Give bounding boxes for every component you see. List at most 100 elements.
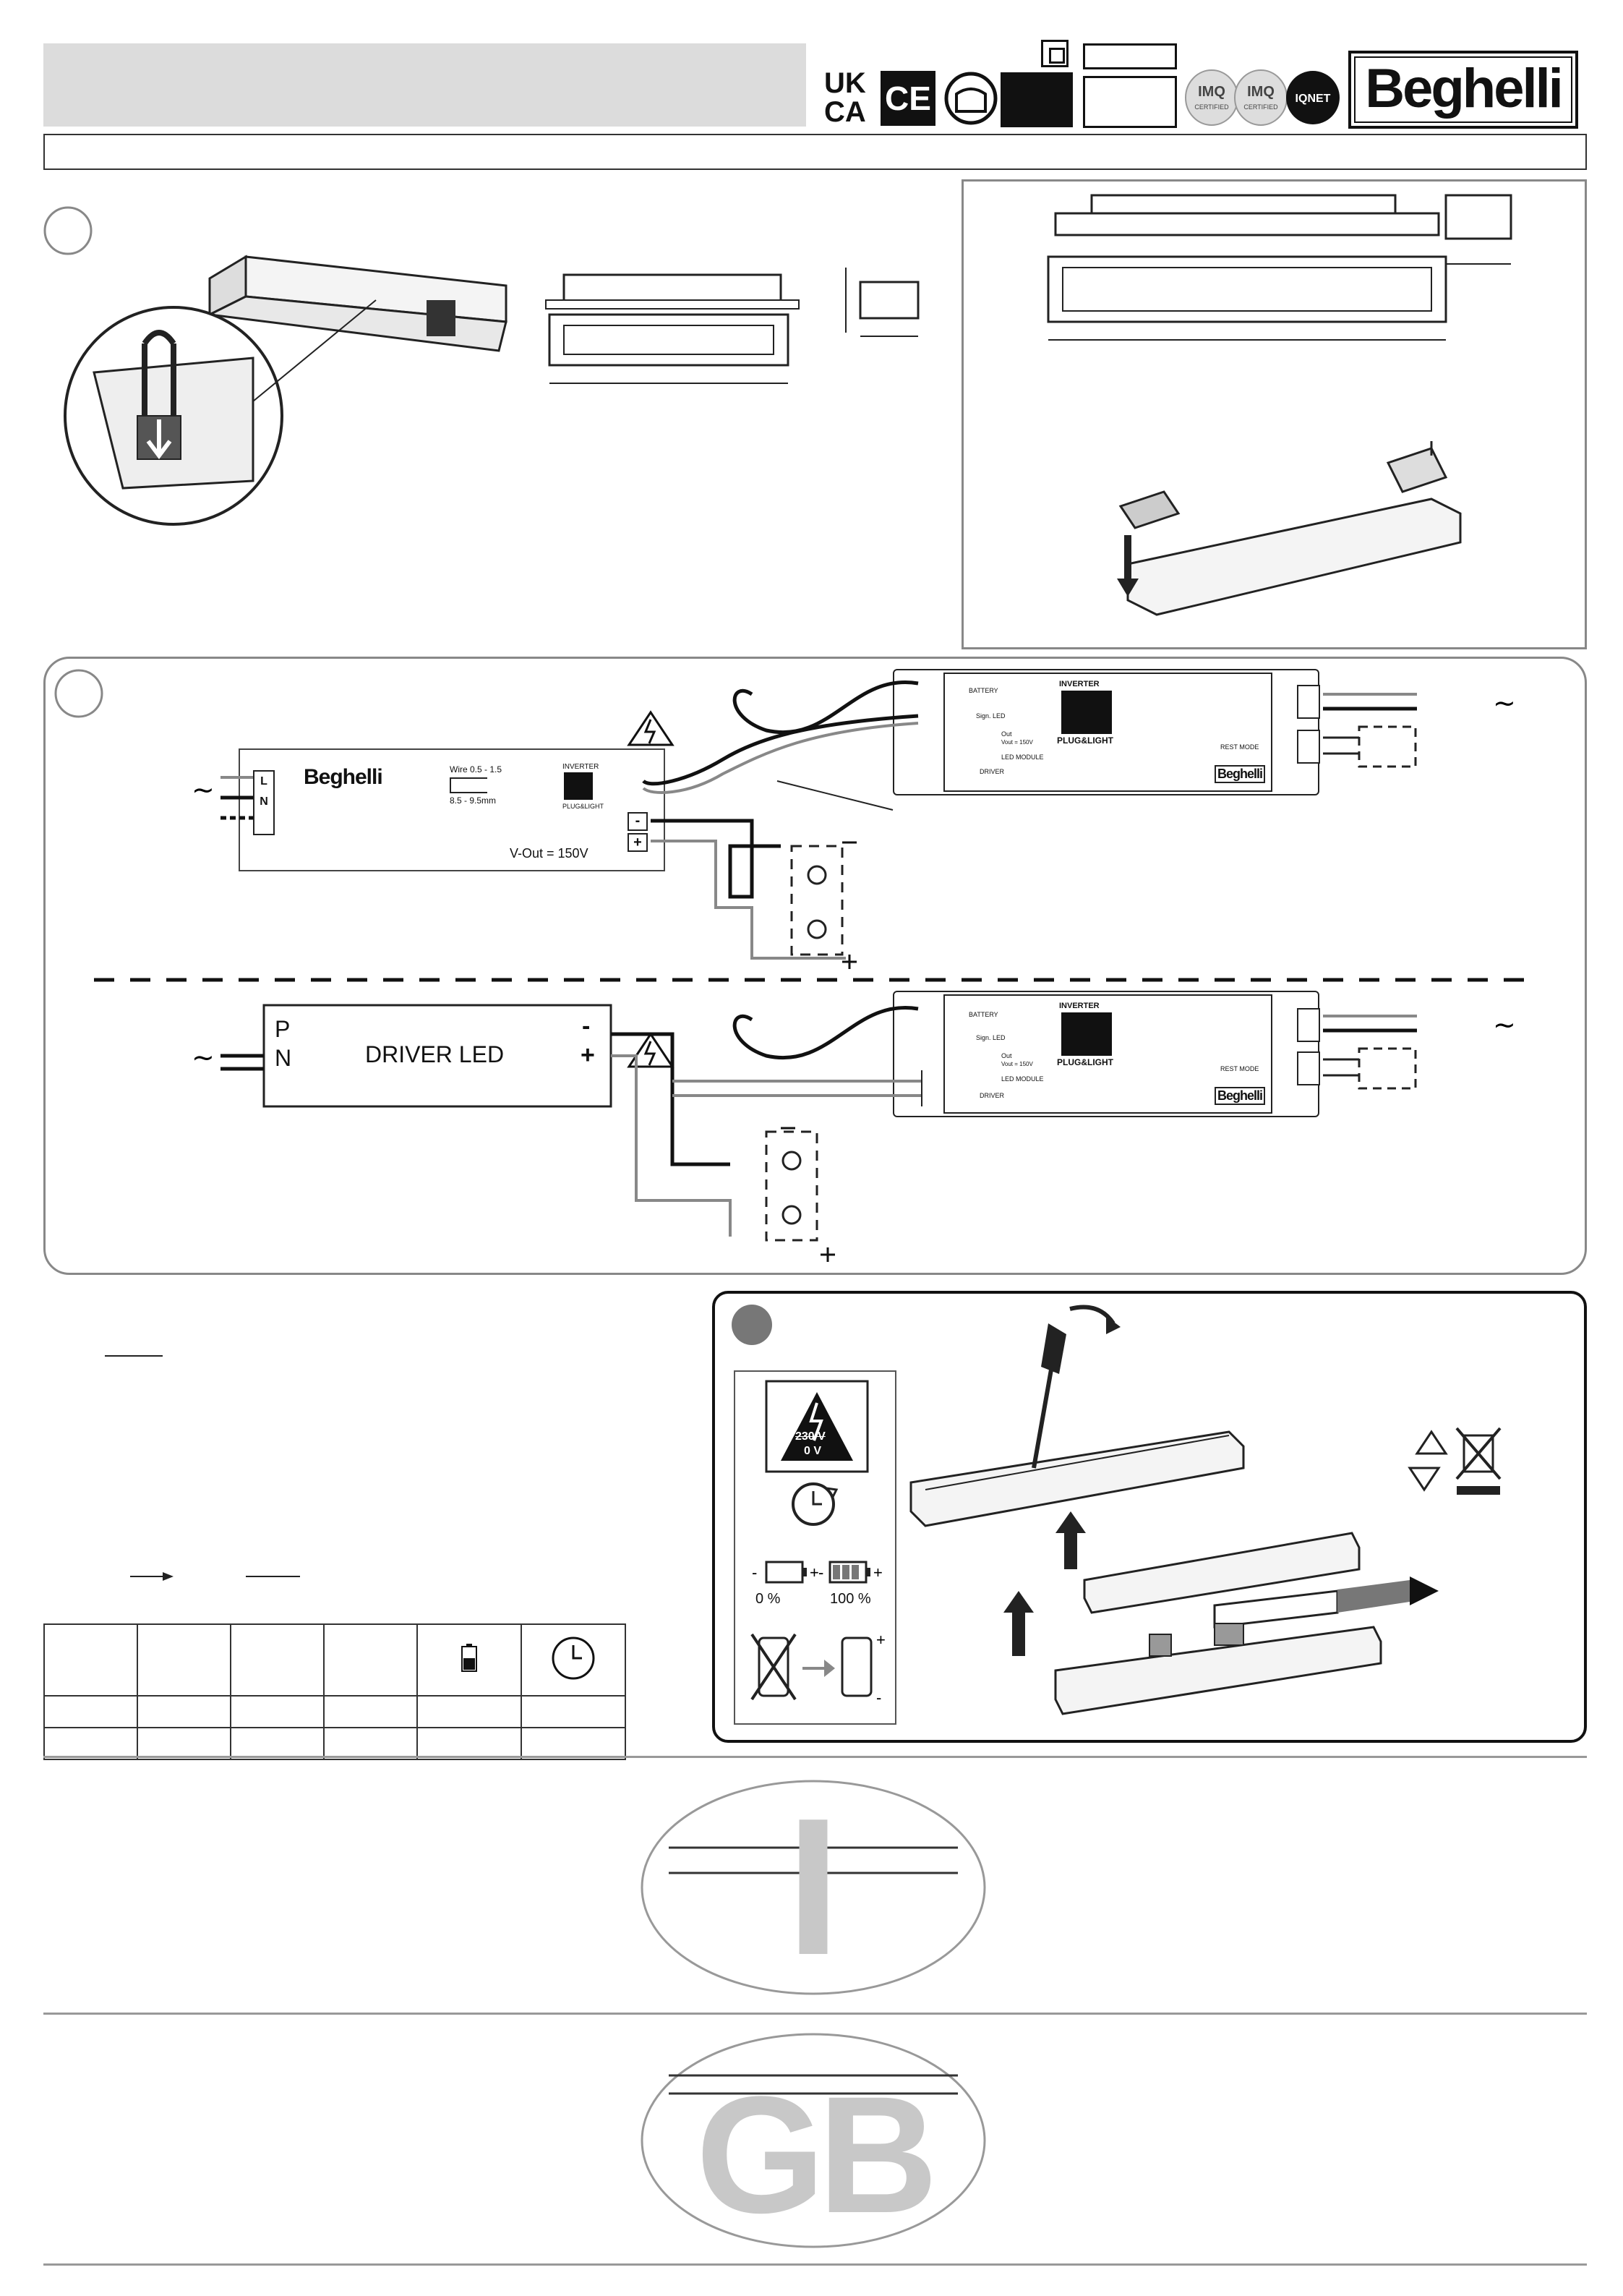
clock-icon <box>552 1636 595 1680</box>
out-label-bottom: Out <box>1001 1052 1012 1059</box>
connector-install-illustration <box>64 255 508 526</box>
driver-led-minus: - <box>582 1012 591 1040</box>
terminal-plus-top: + <box>628 833 648 852</box>
inverter-inner-bottom <box>943 994 1272 1114</box>
svg-text:~: ~ <box>192 774 215 806</box>
terminal-minus-label: - <box>635 813 641 829</box>
voltage-zero-label: 0 V <box>804 1445 822 1457</box>
class-square-icon <box>1041 40 1069 67</box>
rest-mode-top: REST MODE <box>1220 743 1259 751</box>
ukca-mark: UK CA <box>824 69 875 127</box>
module-inverter-top: INVERTER <box>1059 680 1100 688</box>
imq1-sub: CERTIFIED <box>1194 103 1229 111</box>
dimension-views-1 <box>545 268 920 384</box>
english-badge-icon <box>641 2033 986 2248</box>
imq2-text: IMQ <box>1247 84 1275 100</box>
sign-led-label-bottom: Sign. LED <box>976 1034 1006 1041</box>
black-label-box <box>1001 72 1073 127</box>
spec-cell <box>323 1727 418 1760</box>
svg-text:~: ~ <box>1493 687 1516 719</box>
mounting-panel <box>962 179 1587 649</box>
italian-letter: I <box>786 1778 841 1996</box>
spec-cell <box>416 1727 522 1760</box>
wiring-panel <box>43 657 1587 1275</box>
svg-text:~: ~ <box>1493 1009 1516 1041</box>
ukca-bottom: CA <box>824 96 866 128</box>
spec-cell <box>230 1727 325 1760</box>
charge-0-label: 0 % <box>755 1591 781 1607</box>
section-divider-2 <box>43 2013 1587 2015</box>
module-logo-top <box>1061 691 1112 734</box>
svg-text:-: - <box>876 1689 881 1707</box>
rest-mode-bottom: REST MODE <box>1220 1065 1259 1072</box>
inverter-inner-top <box>943 673 1272 792</box>
driver-box-top <box>239 748 665 871</box>
svg-text:+: + <box>873 1563 883 1582</box>
step-1-circle-icon <box>43 206 93 255</box>
section-divider-3 <box>43 2263 1587 2266</box>
spec-cell <box>521 1695 626 1728</box>
terminal-block-lnp: L N <box>253 770 275 835</box>
battery-label-top: BATTERY <box>969 687 998 694</box>
svg-text:~: ~ <box>192 1041 215 1073</box>
wire-spec: Wire 0.5 - 1.5 <box>450 764 502 774</box>
module-plug-bottom: PLUG&LIGHT <box>1057 1057 1113 1067</box>
spec-col-3 <box>230 1623 325 1697</box>
battery-replacement-panel <box>712 1291 1587 1743</box>
terminal-n: N <box>260 795 268 808</box>
battery-icon <box>461 1644 477 1672</box>
voltage-warning-icon <box>765 1380 869 1473</box>
led-module-label-bottom: LED MODULE <box>1001 1075 1044 1083</box>
battery-label-bottom: BATTERY <box>969 1011 998 1018</box>
spec-cell <box>43 1727 138 1760</box>
vout-small-bottom: Vout = 150V <box>1001 1061 1033 1067</box>
terminal-l: L <box>260 775 267 788</box>
spec-col-2 <box>137 1623 231 1697</box>
imq2-sub: CERTIFIED <box>1243 103 1278 111</box>
iqnet-badge-icon: IQNET <box>1286 71 1340 124</box>
inverter-label-top: INVERTER <box>562 763 599 771</box>
section-divider-1 <box>43 1756 1587 1758</box>
battery-polarity-icons: + - <box>750 1631 886 1707</box>
subtitle-bar <box>43 134 1587 170</box>
spec-col-4 <box>323 1623 418 1697</box>
vout-small-top: Vout = 150V <box>1001 739 1033 746</box>
spec-col-battery <box>416 1623 522 1697</box>
driver-label-bottom: DRIVER <box>980 1092 1005 1099</box>
driver-led-n: N <box>275 1045 292 1071</box>
ukca-top: UK <box>824 67 866 99</box>
module-brand-bottom: Beghelli <box>1215 1087 1266 1105</box>
spec-table <box>43 1623 626 1760</box>
driver-label-top: DRIVER <box>980 768 1005 775</box>
brand-logo: Beghelli <box>1348 51 1578 129</box>
battery-removal-illustration <box>909 1305 1502 1715</box>
svg-text:-: - <box>818 1563 823 1582</box>
led-module-label-top: LED MODULE <box>1001 754 1044 761</box>
spec-cell <box>416 1695 522 1728</box>
mounting-dimension-drawing <box>1047 194 1512 341</box>
out-label-top: Out <box>1001 730 1012 738</box>
spec-col-1 <box>43 1623 138 1697</box>
driver-brand: Beghelli <box>304 765 383 789</box>
module-logo-bottom <box>1061 1012 1112 1056</box>
spec-cell <box>43 1695 138 1728</box>
imq-badge-icon: IMQ CERTIFIED <box>1185 69 1238 126</box>
spec-cell <box>323 1695 418 1728</box>
terminal-plus-label: + <box>633 835 642 850</box>
driver-led-title: DRIVER LED <box>365 1041 505 1067</box>
strip-bar-icon <box>450 777 487 793</box>
svg-text:+: + <box>810 1563 819 1582</box>
charge-100-label: 100 % <box>830 1591 871 1607</box>
iqnet-text: IQNET <box>1296 93 1331 105</box>
approval-circle-icon <box>944 72 998 125</box>
strip-length: 8.5 - 9.5mm <box>450 795 497 806</box>
step-3-circle-icon <box>732 1305 772 1345</box>
plug-logo-top <box>564 772 593 800</box>
sign-led-label-top: Sign. LED <box>976 712 1006 720</box>
svg-text:-: - <box>752 1563 757 1582</box>
rating-box-top <box>1083 43 1177 69</box>
spec-cell <box>521 1727 626 1760</box>
module-inverter-bottom: INVERTER <box>1059 1002 1100 1010</box>
